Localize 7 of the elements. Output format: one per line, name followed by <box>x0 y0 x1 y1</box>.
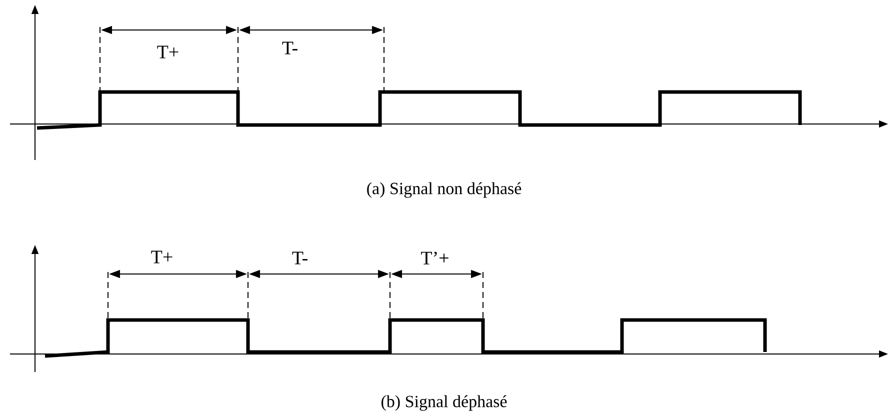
dimension-label: T+ <box>157 46 178 58</box>
dimension-label: T’+ <box>421 252 448 264</box>
caption: (a) Signal non déphasé <box>367 182 522 198</box>
caption: (b) Signal déphasé <box>382 395 507 411</box>
dimension-label: T+ <box>151 250 172 264</box>
dimension-label: T- <box>282 42 298 54</box>
dimension-label: T- <box>292 252 308 264</box>
